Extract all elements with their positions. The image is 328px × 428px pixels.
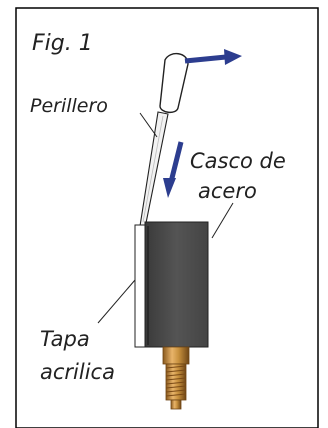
label-casco-line1: Casco de — [190, 149, 286, 173]
needle-holder — [159, 53, 189, 113]
steel-case — [144, 221, 209, 348]
leader-casco — [211, 202, 234, 239]
figure-label: Fig. 1 — [32, 31, 93, 56]
label-perillero: Perillero — [30, 95, 108, 117]
brass-fitting — [162, 346, 190, 410]
arrow-right-icon — [184, 49, 242, 65]
label-casco-line2: acero — [198, 179, 257, 203]
leader-perillero — [139, 112, 158, 138]
label-tapa-line1: Tapa — [40, 327, 90, 351]
acrylic-lid — [134, 224, 146, 348]
needle-highlight — [142, 115, 164, 223]
leader-tapa — [97, 279, 136, 324]
arrow-down-icon — [163, 141, 184, 198]
label-tapa-line2: acrilica — [40, 360, 115, 384]
